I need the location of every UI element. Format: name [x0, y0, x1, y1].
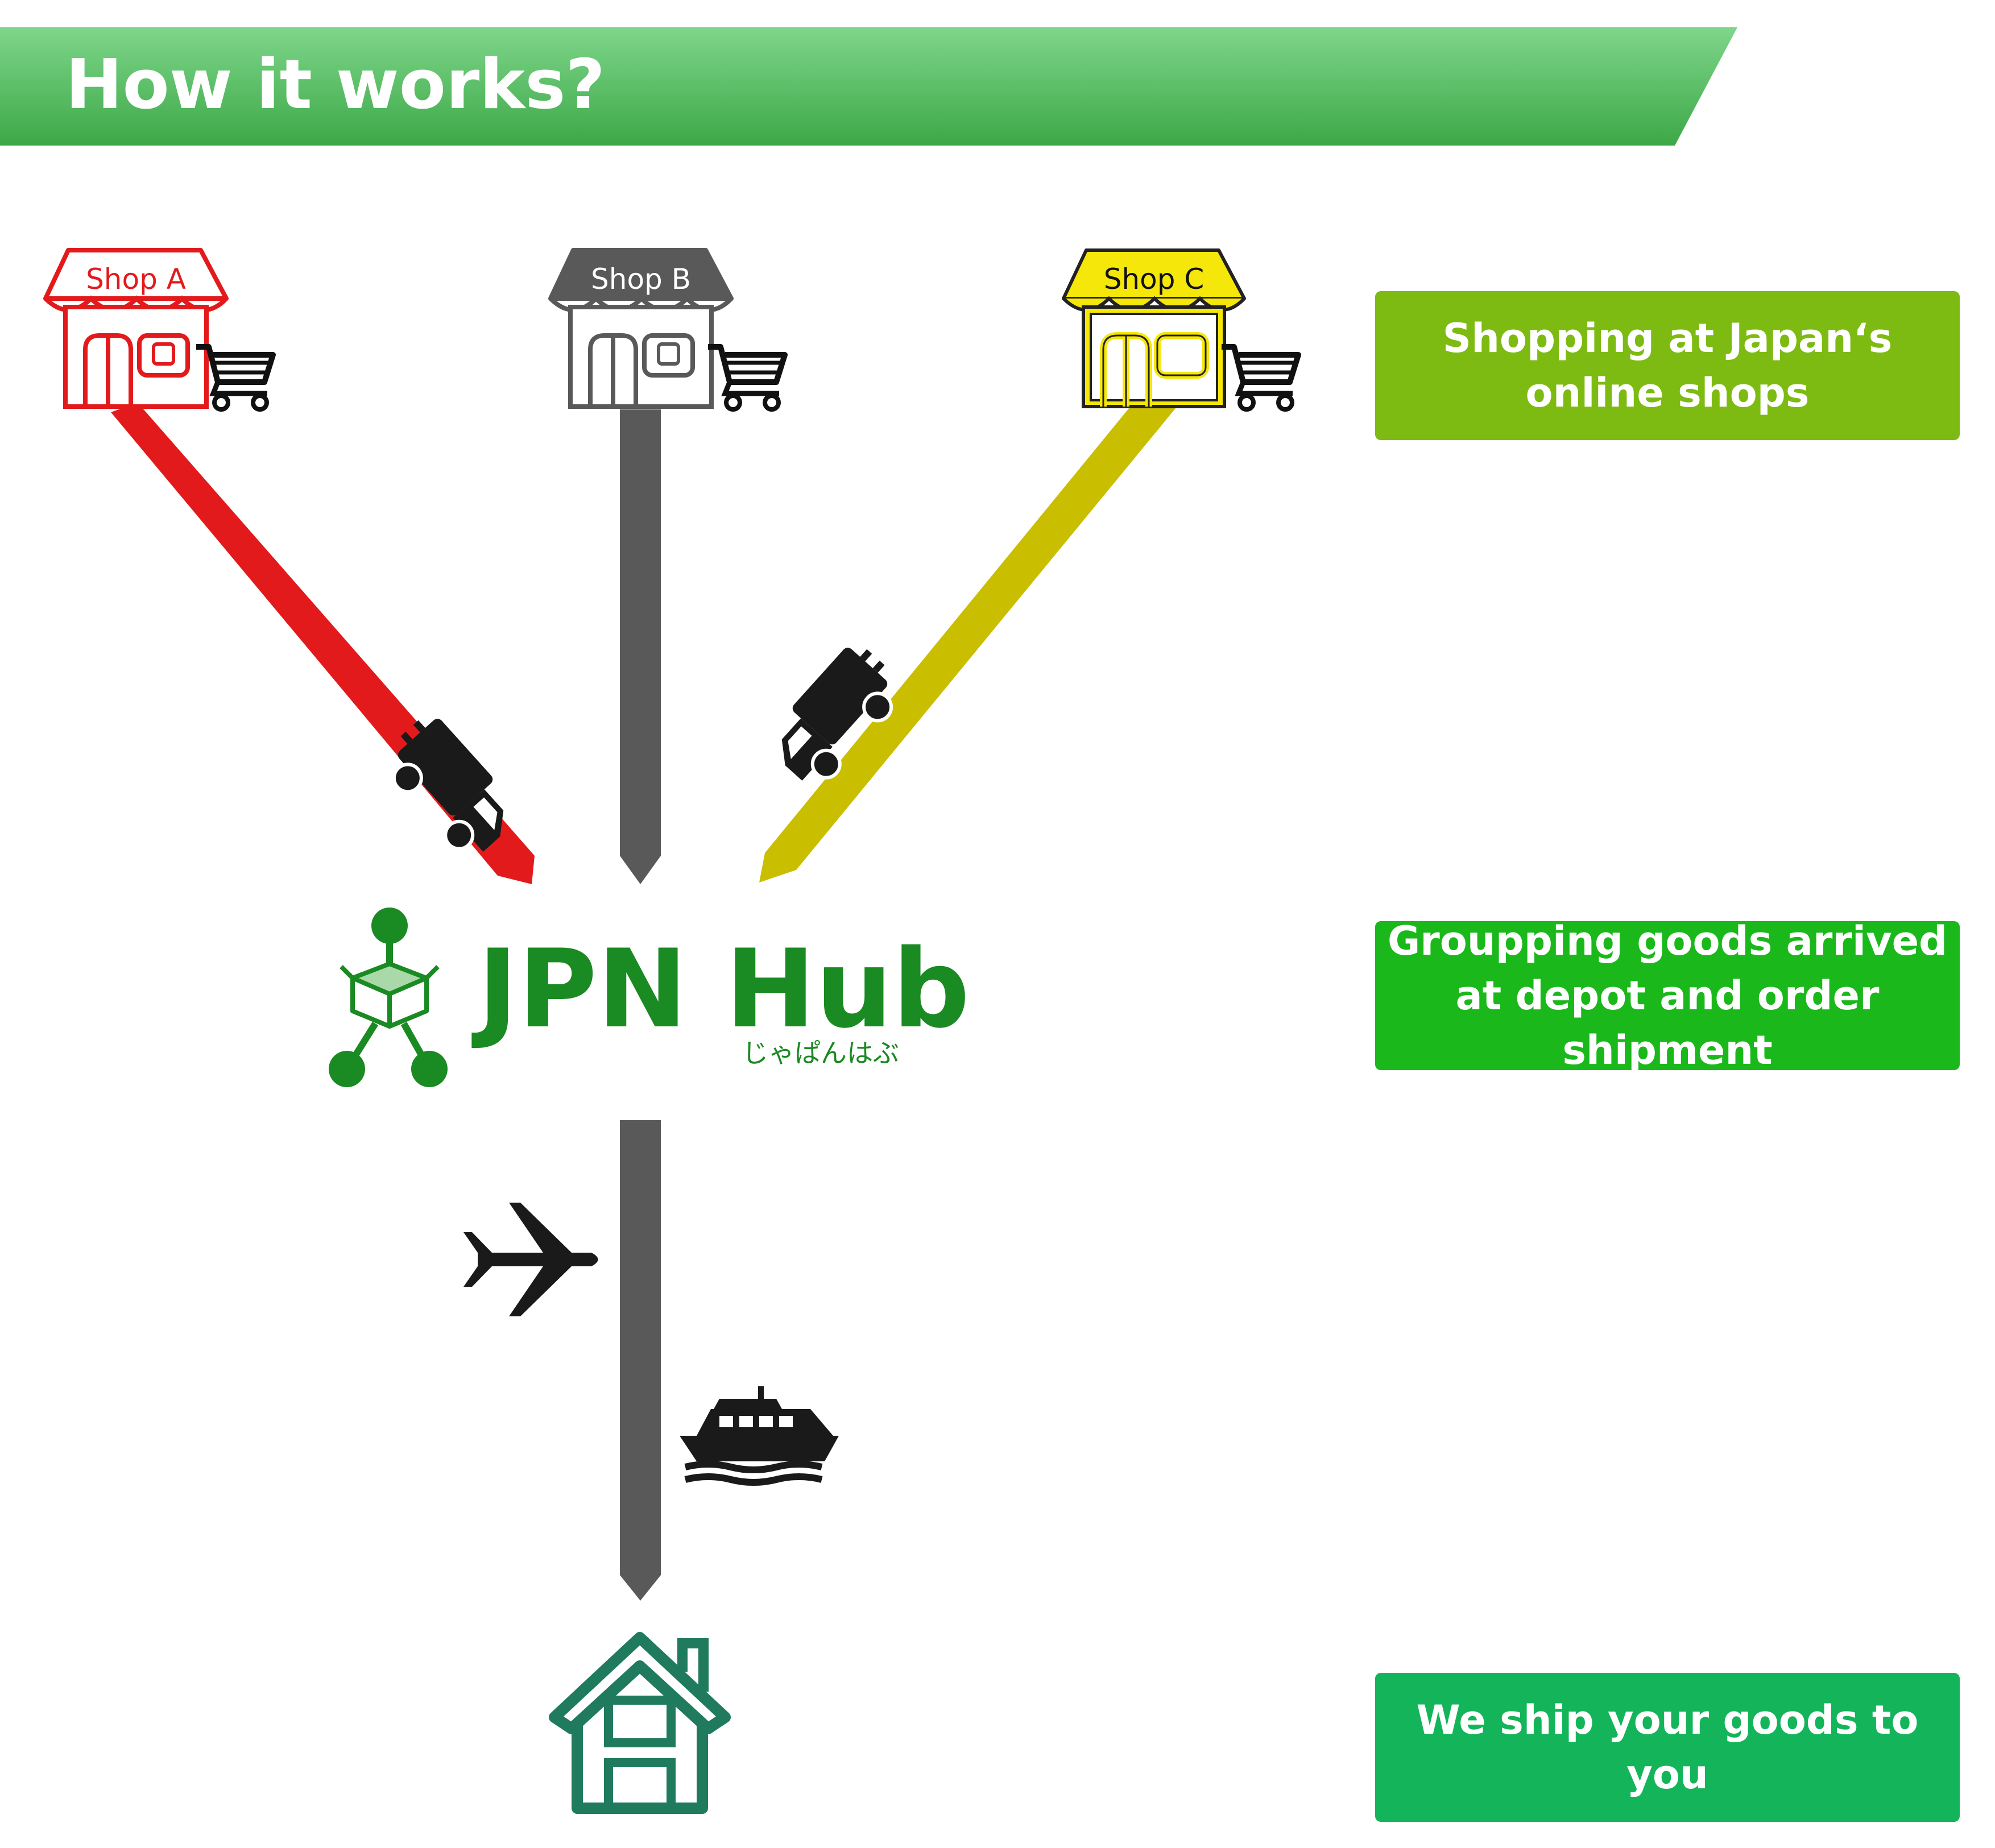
hub-subtitle: じゃぱんはぶ: [742, 1038, 899, 1068]
shop-c-label: Shop C: [1104, 263, 1205, 296]
house-icon: [549, 1632, 731, 1814]
airplane-icon: [463, 1203, 598, 1316]
shop-b-label: Shop B: [591, 263, 691, 296]
ship-icon: [680, 1386, 839, 1486]
route-shop-c-arrow: [759, 405, 1178, 882]
step-delivery-text: We ship your goods to you: [1416, 1697, 1919, 1798]
page-title: How it works?: [65, 45, 605, 125]
step-delivery: We ship your goods to you: [1375, 1673, 1960, 1822]
route-shop-b-arrow: [620, 409, 661, 884]
step-grouping-text: Groupping goods arrived at depot and ord…: [1387, 918, 1948, 1074]
step-shopping: Shopping at Japan‘s online shops: [1375, 291, 1960, 440]
shop-c-cart-icon: [1222, 347, 1298, 409]
delivery-truck-icon: [760, 638, 912, 794]
shop-a-label: Shop A: [86, 263, 186, 296]
route-shipping-arrow: [620, 1120, 661, 1601]
step-shopping-text: Shopping at Japan‘s online shops: [1442, 315, 1893, 416]
hub-logo-icon: [329, 908, 448, 1087]
route-shop-c: [759, 405, 1178, 882]
route-shipping: [620, 1120, 661, 1601]
hub-name: JPN Hub: [471, 926, 970, 1052]
shop-b-cart-icon: [708, 347, 785, 409]
shop-b: Shop B: [548, 248, 734, 409]
route-shop-b: [620, 409, 661, 884]
step-grouping: Groupping goods arrived at depot and ord…: [1375, 918, 1960, 1074]
shop-c: Shop C: [1062, 248, 1246, 408]
header-banner: How it works?: [0, 27, 1737, 146]
shop-a: Shop A: [43, 248, 229, 409]
